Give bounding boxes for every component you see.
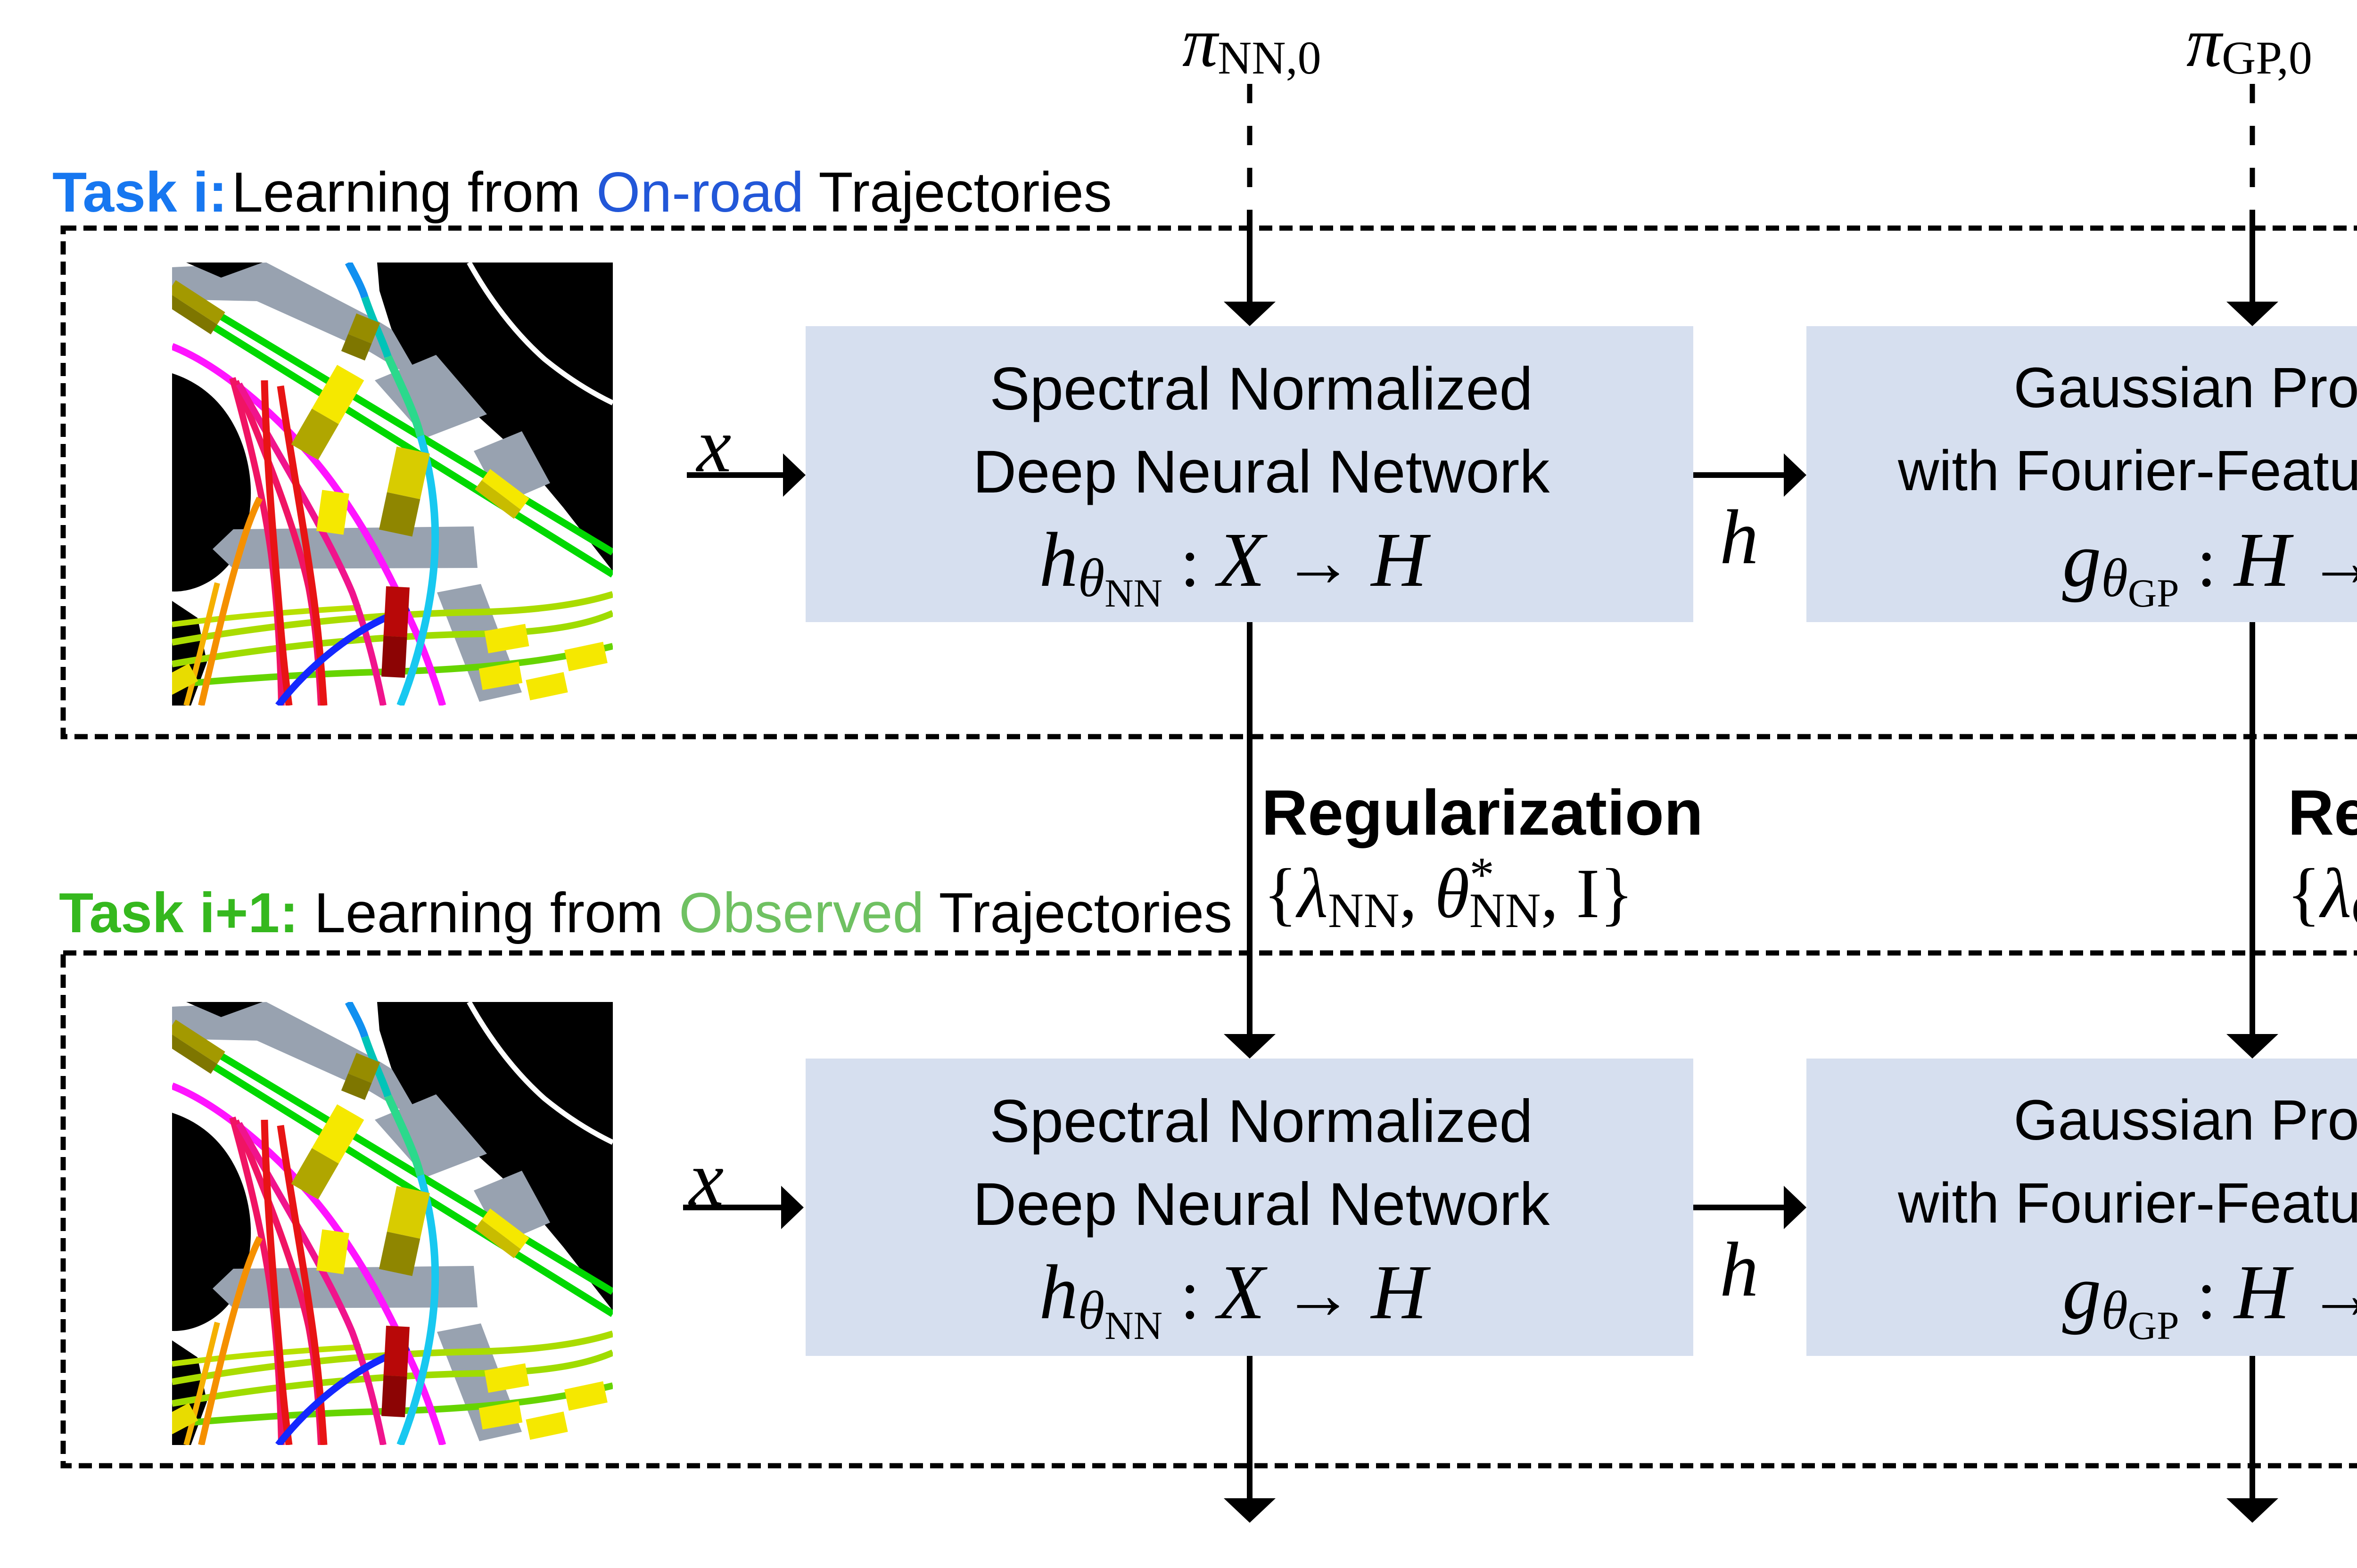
svg-text:hθNN : X → H: hθNN : X → H	[1039, 517, 1431, 616]
svg-text:h: h	[1720, 494, 1759, 580]
svg-text:x: x	[688, 1135, 724, 1222]
svg-text:{λNN, θ*NN, I}: {λNN, θ*NN, I}	[1263, 847, 1633, 938]
svg-text:gθGP : H → Y: gθGP : H → Y	[2062, 517, 2357, 616]
svg-text:x: x	[695, 402, 731, 488]
svg-text:πNN,0: πNN,0	[1182, 3, 1321, 84]
svg-text:gθGP : H → Y: gθGP : H → Y	[2062, 1249, 2357, 1348]
svg-text:h: h	[1720, 1226, 1759, 1313]
svg-text:hθNN : X → H: hθNN : X → H	[1039, 1249, 1431, 1348]
svg-text:{λGP, θ*GP, ΣGP}: {λGP, θ*GP, ΣGP}	[2287, 847, 2357, 943]
svg-text:πGP,0: πGP,0	[2186, 3, 2312, 84]
